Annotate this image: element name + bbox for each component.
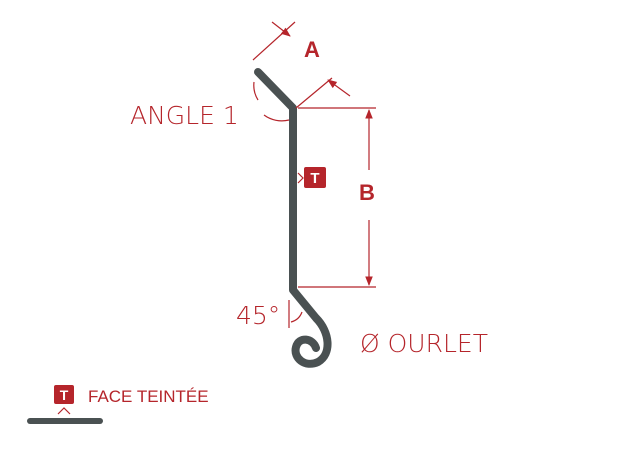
face-marker-letter: T [310, 170, 319, 187]
hem-angle-label: 45° [236, 301, 280, 330]
dimension-a-extension-top [252, 21, 296, 61]
face-marker-pointer [297, 172, 304, 184]
angle-1-arc-bottom [263, 114, 290, 122]
dimension-a-arrow-bottom [327, 79, 351, 97]
hem-angle: 45° [236, 300, 303, 330]
dimension-a: A [252, 21, 351, 109]
legend-badge-letter: T [60, 387, 69, 403]
angle-1-arc-top [253, 81, 259, 101]
dimension-a-label: A [304, 37, 320, 62]
angle-1-label: ANGLE 1 [130, 101, 239, 130]
face-marker-badge [304, 167, 326, 188]
legend: T FACE TEINTÉE [27, 385, 209, 424]
face-marker: T [297, 167, 326, 188]
hem-angle-arc [290, 311, 303, 323]
dimension-a-extension-bottom [295, 77, 333, 109]
profile-shape [254, 68, 332, 368]
dimension-a-arrow-top [271, 21, 291, 37]
legend-pointer [57, 407, 71, 415]
legend-label: FACE TEINTÉE [88, 387, 209, 406]
dimension-b: B [298, 107, 376, 288]
hem-label: Ø OURLET [360, 329, 488, 358]
angle-1: ANGLE 1 [130, 81, 290, 130]
legend-badge [54, 385, 74, 404]
dimension-b-label: B [359, 180, 375, 205]
